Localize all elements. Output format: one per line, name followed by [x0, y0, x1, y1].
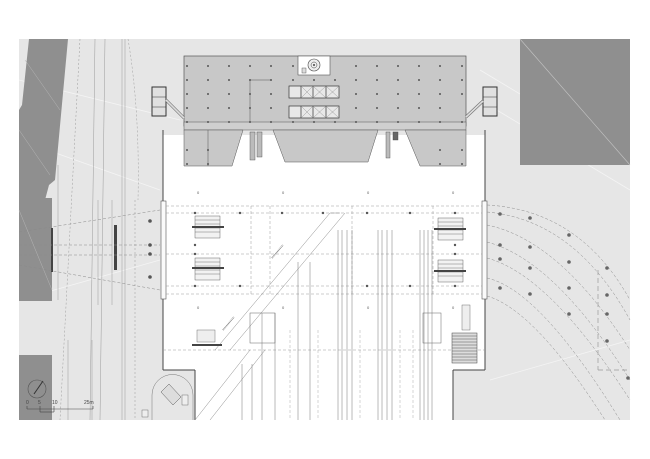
svg-text:0: 0: [197, 305, 200, 310]
spiral-stair-icon: [307, 58, 321, 72]
central-core: [288, 85, 340, 119]
upper-building-corridor: [183, 121, 467, 131]
ramp-hatch: [222, 244, 284, 331]
west-lower-stair: [192, 329, 222, 346]
escalator-ne: [434, 217, 466, 241]
svg-text:0: 0: [367, 190, 370, 195]
svg-text:0: 0: [367, 305, 370, 310]
grid-markers: 0 0 0 0 0 0 0 0: [197, 190, 455, 310]
upper-wing-east: [404, 129, 467, 167]
scale-tick-5: 5: [38, 400, 41, 406]
west-approach-lines: [18, 209, 161, 291]
scale-tick-0: 0: [26, 400, 29, 406]
west-platform-element: [114, 225, 117, 270]
scale-tick-25m: 25m: [84, 400, 94, 406]
west-wall-element: [51, 228, 53, 272]
upper-stairs: [249, 131, 399, 161]
svg-text:0: 0: [197, 190, 200, 195]
diagonal-ramps: [194, 212, 346, 421]
platform-building-block: [249, 312, 276, 344]
escalator-nw: [192, 215, 224, 239]
neighbor-building-west-north: [19, 39, 68, 200]
platform-lines: [241, 230, 433, 420]
east-track-columns: [498, 212, 630, 380]
escalator-se: [434, 259, 466, 283]
upper-wing-west: [183, 129, 244, 167]
north-arrow-icon: [27, 379, 47, 399]
east-grand-stair: [451, 304, 478, 364]
east-stair-tower: [464, 86, 498, 119]
west-stair-tower: [151, 86, 186, 120]
scale-bar: [26, 406, 94, 413]
hall-column-grid: [148, 211, 457, 288]
svg-text:0: 0: [452, 305, 455, 310]
east-entrance-frame: [481, 200, 488, 300]
lift-cross-marks: [301, 86, 339, 118]
platform-building-block-east: [422, 312, 442, 344]
upper-wing-center: [272, 129, 379, 163]
east-curved-tracks: [486, 204, 631, 421]
neighbor-building-west-south: [19, 355, 52, 420]
platform-center-lines: [289, 330, 414, 420]
neighbor-hatch: [18, 59, 61, 291]
scale-tick-10: 10: [52, 400, 58, 406]
west-rail-lines: [57, 38, 139, 421]
west-entrance-frame: [160, 200, 167, 300]
svg-text:0: 0: [282, 305, 285, 310]
small-kiosk: [141, 409, 149, 418]
svg-text:0: 0: [452, 190, 455, 195]
escalator-sw: [192, 257, 224, 281]
concourse-hall: [163, 135, 485, 370]
east-boundary-dashed: [597, 270, 630, 371]
concourse-lower-extension: [195, 370, 453, 420]
south-west-stair-court: [151, 374, 194, 420]
svg-text:0: 0: [282, 190, 285, 195]
